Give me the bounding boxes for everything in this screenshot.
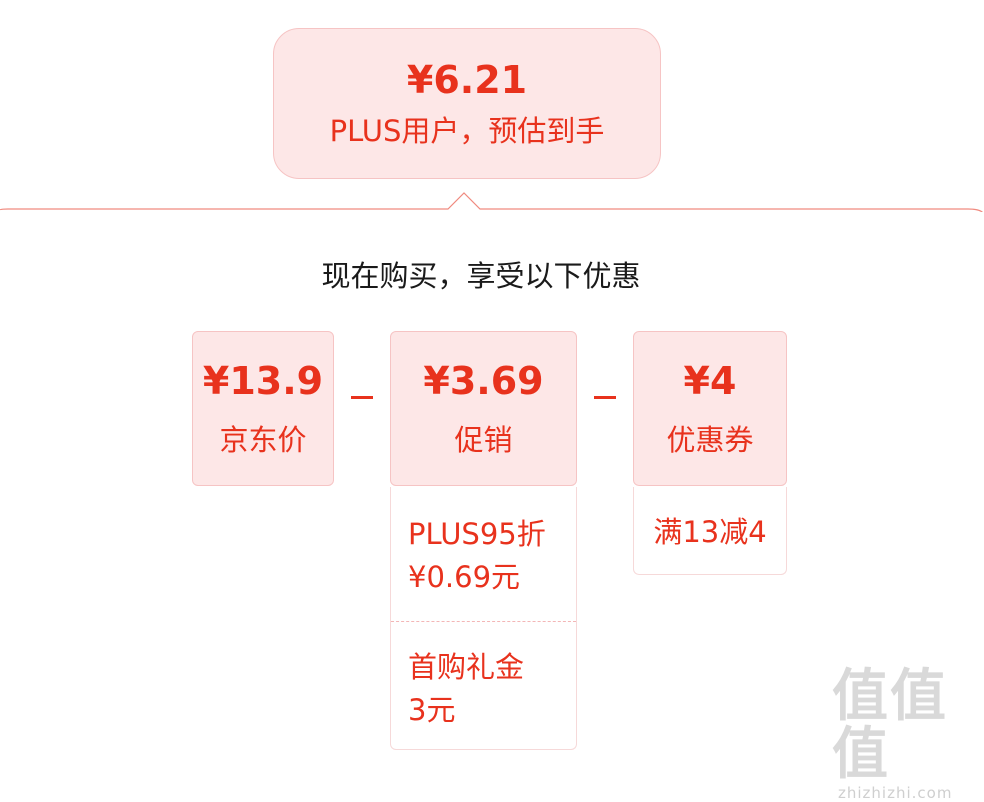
promotion-card: ¥3.69 促销 [390, 331, 577, 486]
promotion-detail-amount: 3元 [408, 693, 456, 727]
promotion-detail-name: 首购礼金 [408, 650, 525, 684]
base-price-label: 京东价 [219, 423, 307, 457]
promotion-detail-amount: ¥0.69元 [408, 560, 521, 594]
pointer-divider-line [0, 192, 983, 212]
promotion-details: PLUS95折 ¥0.69元 首购礼金 3元 [390, 487, 577, 750]
watermark-text: zhizhizhi.com [838, 784, 953, 802]
promotion-value: ¥3.69 [423, 359, 544, 403]
detail-divider [391, 621, 576, 622]
base-price-value: ¥13.9 [202, 359, 324, 403]
promotion-detail-name: PLUS95折 [408, 517, 546, 551]
coupon-details: 满13减4 [633, 487, 787, 575]
estimated-price-box: ¥6.21 PLUS用户，预估到手 [273, 28, 661, 179]
discount-heading: 现在购买，享受以下优惠 [321, 259, 641, 293]
minus-sign [351, 396, 373, 399]
promotion-detail-item: 首购礼金 3元 [391, 622, 576, 732]
promotion-detail-item: PLUS95折 ¥0.69元 [391, 487, 576, 621]
base-price-card: ¥13.9 京东价 [192, 331, 334, 486]
coupon-card: ¥4 优惠券 [633, 331, 787, 486]
minus-sign [594, 396, 616, 399]
promotion-label: 促销 [454, 423, 513, 457]
coupon-value: ¥4 [683, 359, 737, 403]
estimated-price-label: PLUS用户，预估到手 [329, 114, 605, 148]
watermark-glyphs: 值值值 [832, 664, 948, 787]
coupon-label: 优惠券 [666, 423, 754, 457]
coupon-detail-text: 满13减4 [653, 515, 767, 549]
watermark-logo: 值值值 zhizhizhi.com [832, 668, 980, 802]
estimated-price: ¥6.21 [406, 58, 528, 102]
